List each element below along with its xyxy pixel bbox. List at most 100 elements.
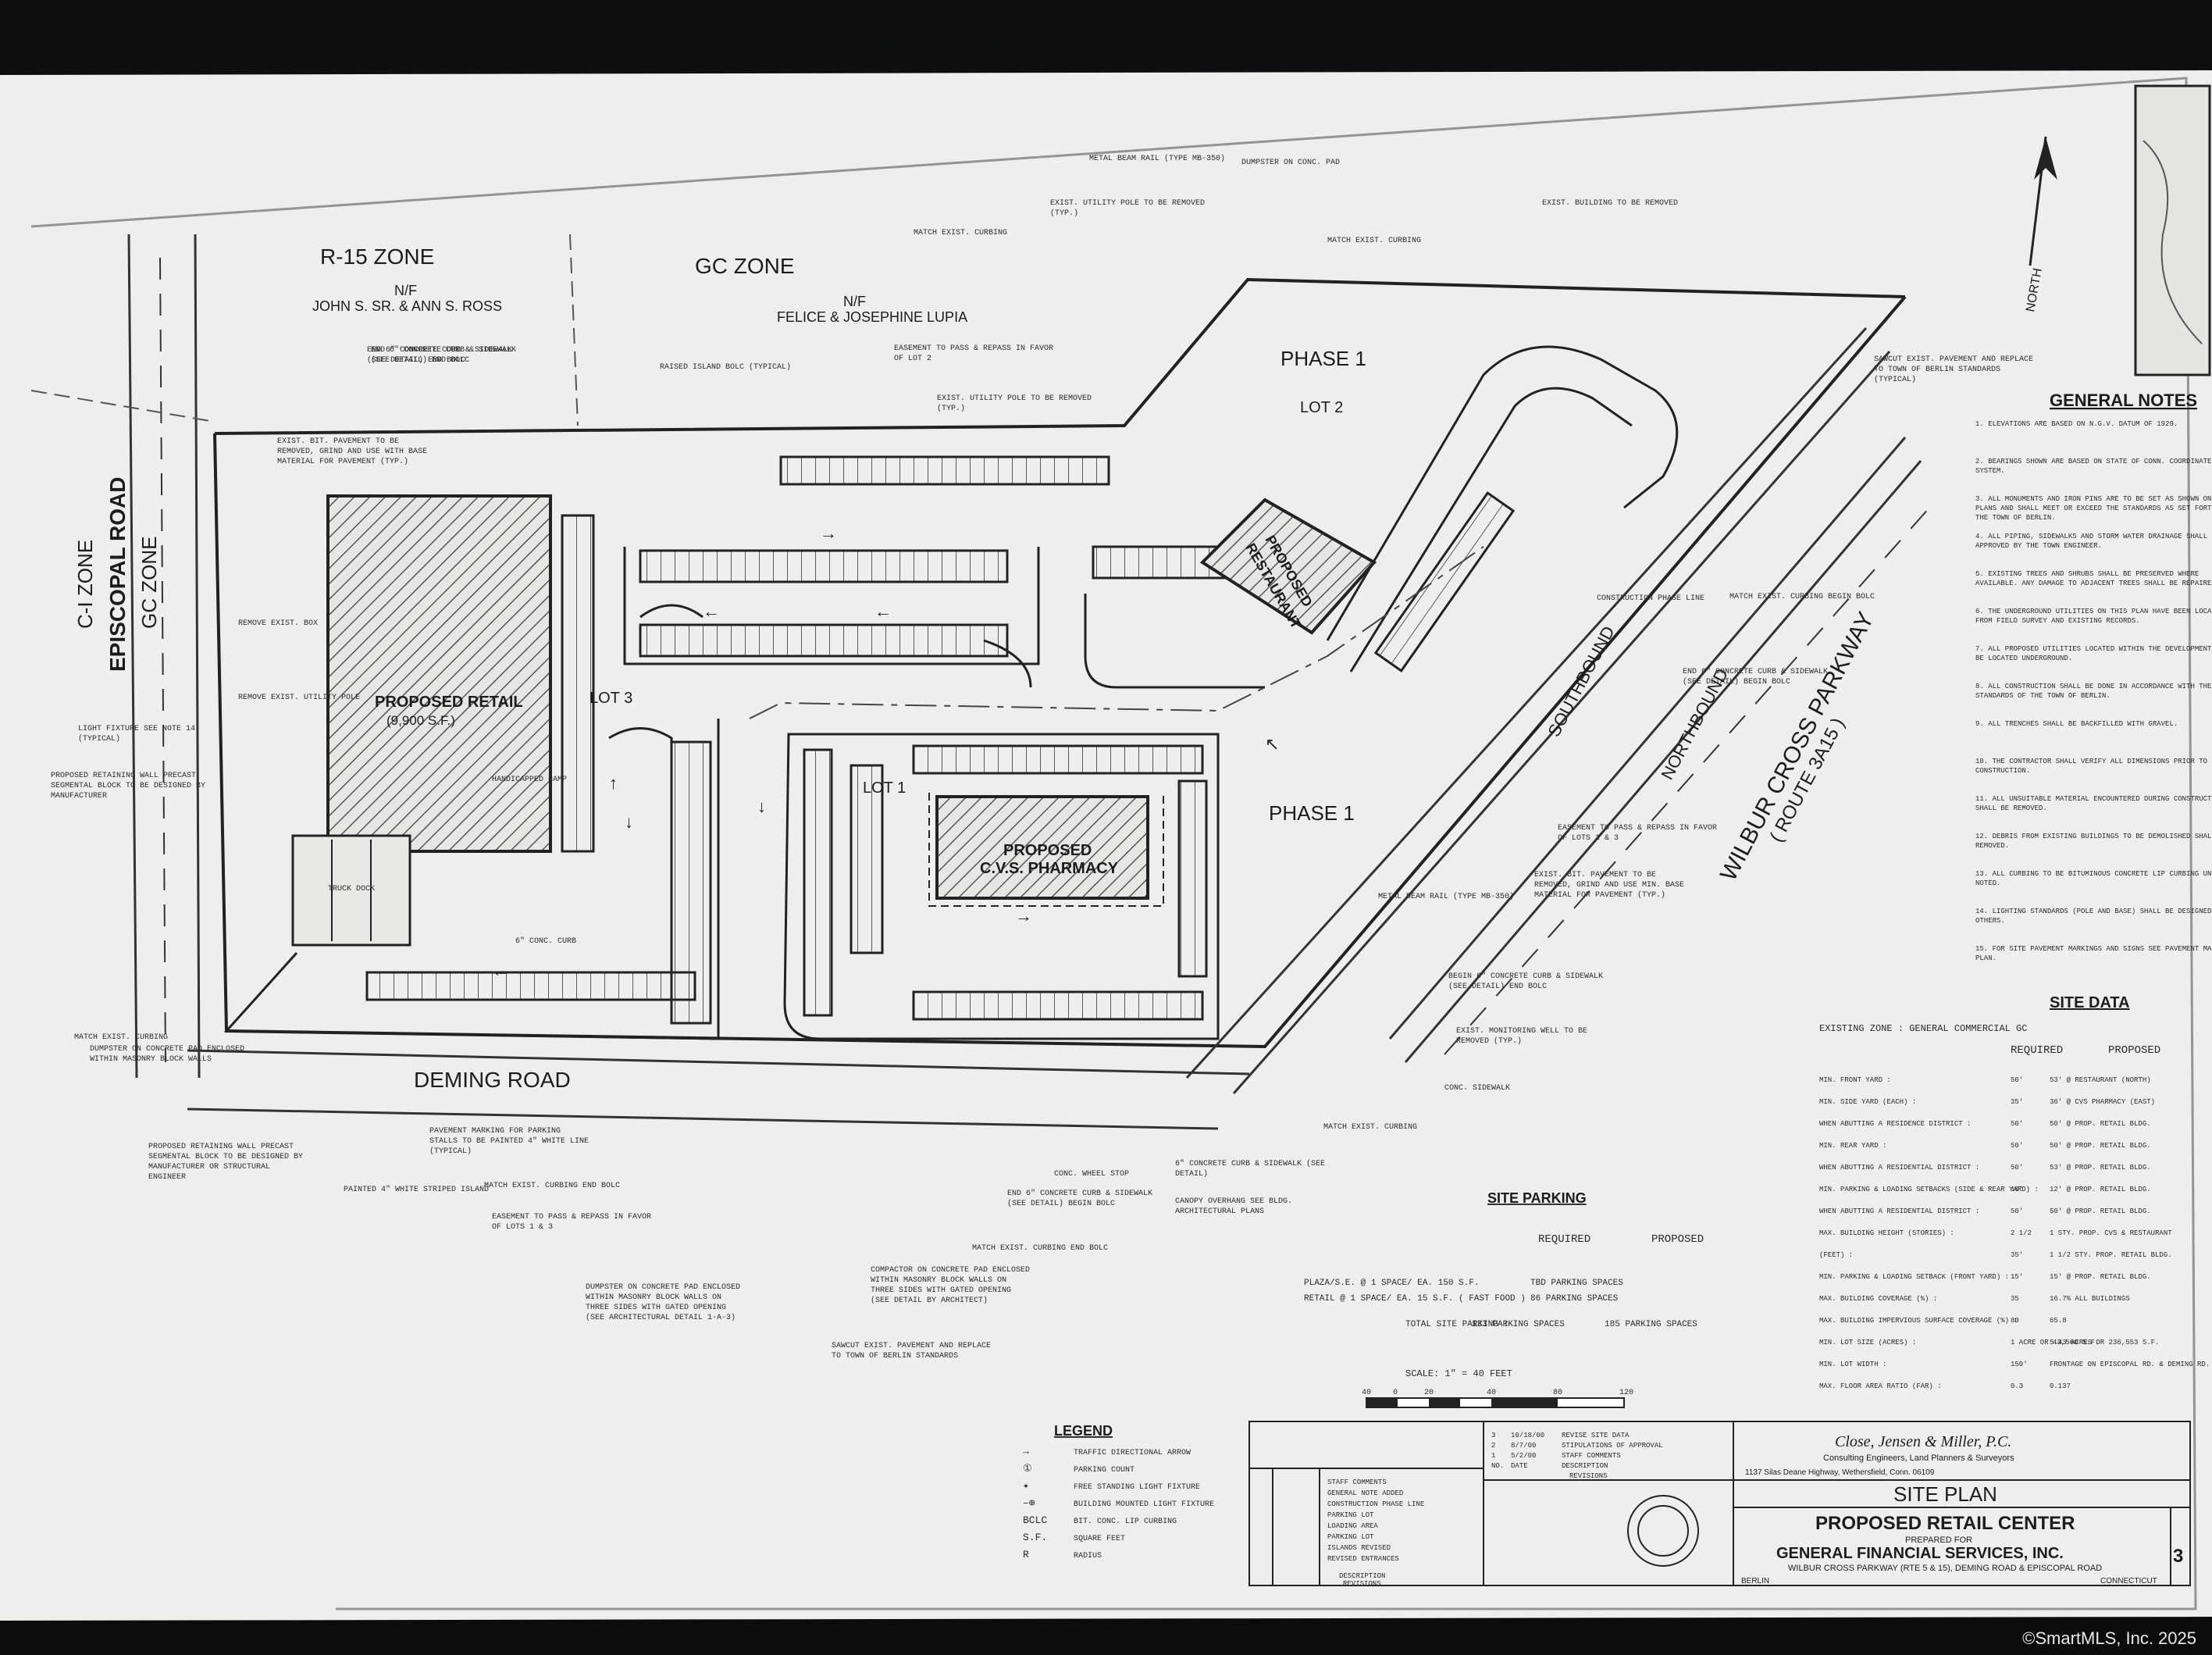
revision-description: STIPULATIONS OF APPROVAL (1562, 1442, 1663, 1450)
general-note-item: 9. ALL TRENCHES SHALL BE BACKFILLED WITH… (1975, 720, 2178, 728)
scale-tick-label: 20 (1424, 1389, 1434, 1397)
general-notes-title: GENERAL NOTES (2050, 391, 2197, 410)
lot1-label: LOT 1 (863, 779, 906, 797)
revision-left-item: GENERAL NOTE ADDED (1327, 1489, 1403, 1497)
revision-left-item: ISLANDS REVISED (1327, 1544, 1391, 1552)
site-data-label: MIN. FRONT YARD : (1819, 1076, 1891, 1084)
legend-symbol: S.F. (1023, 1532, 1047, 1543)
callout-note: END 6" CONCRETE CURB & SIDEWALK(SEE DETA… (1683, 667, 1828, 687)
revision-left-item: STAFF COMMENTS (1327, 1478, 1387, 1486)
general-note-item: 7. ALL PROPOSED UTILITIES LOCATED WITHIN… (1975, 645, 2212, 662)
site-parking-title: SITE PARKING (1487, 1190, 1587, 1206)
phase1-mid-label: PHASE 1 (1269, 801, 1355, 825)
construction-phase-line (749, 546, 1484, 719)
client-name: GENERAL FINANCIAL SERVICES, INC. (1776, 1545, 2064, 1562)
title-block (1248, 1421, 2191, 1586)
revision-left-item: PARKING LOT (1327, 1533, 1374, 1541)
lot2-label: LOT 2 (1300, 399, 1343, 416)
svg-text:←: ← (703, 601, 720, 621)
svg-text:←: ← (874, 601, 892, 621)
parking-total-required: 133 PARKING SPACES (1472, 1320, 1565, 1329)
site-data-required: 35' (2011, 1251, 2023, 1259)
callout-note: END 6" CONCRETE CURB & SIDEWALK(SEE DETA… (371, 345, 516, 365)
scale-tick-label: 0 (1393, 1389, 1398, 1397)
site-data-proposed: 50' @ PROP. RETAIL BLDG. (2050, 1207, 2151, 1215)
general-note-item: 1. ELEVATIONS ARE BASED ON N.G.V. DATUM … (1975, 420, 2178, 428)
callout-note: 6" CONC. CURB (515, 936, 576, 946)
revision-no: NO. (1491, 1462, 1504, 1470)
revision-date: 8/7/00 (1511, 1442, 1536, 1450)
firm-sub: Consulting Engineers, Land Planners & Su… (1823, 1453, 2014, 1463)
parking-line1-label: PLAZA/S.E. @ 1 SPACE/ EA. 150 S.F. (1304, 1279, 1479, 1288)
site-data-proposed: 53' @ RESTAURANT (NORTH) (2050, 1076, 2151, 1084)
callout-note: BEGIN 6" CONCRETE CURB & SIDEWALK(SEE DE… (1448, 972, 1603, 991)
site-data-label: MAX. BUILDING COVERAGE (%) : (1819, 1295, 1937, 1303)
zone-gc-left-label: GC ZONE (137, 537, 161, 629)
revision-date: 5/2/00 (1511, 1452, 1536, 1460)
general-note-item: 8. ALL CONSTRUCTION SHALL BE DONE IN ACC… (1975, 683, 2211, 700)
legend-item-label: PARKING COUNT (1074, 1466, 1134, 1475)
legend-symbol: BCLC (1023, 1514, 1047, 1526)
legend-item-label: SQUARE FEET (1074, 1535, 1125, 1543)
callout-note: MATCH EXIST. CURBING (914, 229, 1007, 237)
site-data-label: MIN. LOT WIDTH : (1819, 1361, 1886, 1368)
parking-line1-value: TBD PARKING SPACES (1530, 1279, 1623, 1288)
site-data-label: MIN. PARKING & LOADING SETBACK (FRONT YA… (1819, 1273, 2009, 1281)
revision-description: REVISE SITE DATA (1562, 1432, 1630, 1439)
site-data-label: MIN. REAR YARD : (1819, 1142, 1886, 1150)
owner-lupia: FELICE & JOSEPHINE LUPIA (777, 309, 967, 325)
parking-total-proposed: 185 PARKING SPACES (1605, 1320, 1697, 1329)
revisions-header: REVISIONS (1569, 1472, 1608, 1480)
site-data-proposed: 50' @ PROP. RETAIL BLDG. (2050, 1142, 2151, 1150)
prepared-for: PREPARED FOR (1905, 1536, 1972, 1545)
callout-note: MATCH EXIST. CURBING (74, 1033, 168, 1042)
retail-building (291, 494, 552, 947)
site-data-label: MIN. SIDE YARD (EACH) : (1819, 1098, 1916, 1106)
parking-line2-label: RETAIL @ 1 SPACE/ EA. 15 S.F. ( FAST FOO… (1304, 1294, 1526, 1304)
callout-note: EXIST. UTILITY POLE TO BE REMOVED(TYP.) (937, 394, 1092, 413)
scale-tick-label: 80 (1553, 1389, 1562, 1397)
parking-total-label: TOTAL SITE PARKING : (1405, 1320, 1509, 1329)
svg-text:↓: ↓ (625, 812, 633, 832)
legend-symbol: R (1023, 1549, 1029, 1560)
site-data-proposed: 5.43 ACRES OR 236,553 S.F. (2050, 1339, 2159, 1346)
revision-description: STAFF COMMENTS (1562, 1452, 1621, 1460)
north-parking (623, 455, 1265, 689)
callout-note: MATCH EXIST. CURBING END BOLC (972, 1244, 1108, 1253)
general-note-item: 12. DEBRIS FROM EXISTING BUILDINGS TO BE… (1975, 833, 2212, 850)
site-data-required: 35' (2011, 1098, 2023, 1106)
general-note-item: 2. BEARINGS SHOWN ARE BASED ON STATE OF … (1975, 458, 2211, 475)
legend-item-label: RADIUS (1074, 1552, 1102, 1560)
general-note-item: 4. ALL PIPING, SIDEWALKS AND STORM WATER… (1975, 533, 2212, 550)
callout-note: MATCH EXIST. CURBING BEGIN BOLC (1729, 593, 1875, 601)
site-data-proposed: 15' @ PROP. RETAIL BLDG. (2050, 1273, 2151, 1281)
site-data-required: 150' (2011, 1361, 2028, 1368)
callout-note: METAL BEAM RAIL (TYPE MB-350) (1089, 154, 1225, 163)
islands (608, 604, 1032, 844)
zone-ci-label: C-I ZONE (73, 540, 97, 629)
legend-title: LEGEND (1054, 1423, 1113, 1439)
legend-item-label: BIT. CONC. LIP CURBING (1074, 1518, 1177, 1526)
parking-col-proposed: PROPOSED (1651, 1233, 1704, 1246)
general-note-item: 13. ALL CURBING TO BE BITUMINOUS CONCRET… (1975, 870, 2212, 887)
site-data-required: 50' (2011, 1207, 2023, 1215)
drive-through (1326, 345, 1679, 672)
episcopal-road (127, 234, 201, 1079)
scale-label: SCALE: 1" = 40 FEET (1405, 1368, 1512, 1379)
site-data-required: 1 ACRE OR 43,560 S.F. (2011, 1339, 2099, 1346)
legend-item-label: BUILDING MOUNTED LIGHT FIXTURE (1074, 1500, 1214, 1509)
lot3-label: LOT 3 (590, 690, 632, 707)
revision-no: 3 (1491, 1432, 1495, 1439)
property-boundary (213, 277, 1907, 1049)
site-data-label: MIN. LOT SIZE (ACRES) : (1819, 1339, 1916, 1346)
deming-road-label: DEMING ROAD (414, 1068, 571, 1092)
general-note-item: 14. LIGHTING STANDARDS (POLE AND BASE) S… (1975, 908, 2212, 925)
revision-no: 1 (1491, 1452, 1495, 1460)
project-location: WILBUR CROSS PARKWAY (RTE 5 & 15), DEMIN… (1788, 1564, 2102, 1573)
svg-text:→: → (1015, 906, 1032, 926)
pharmacy-building (928, 793, 1164, 907)
